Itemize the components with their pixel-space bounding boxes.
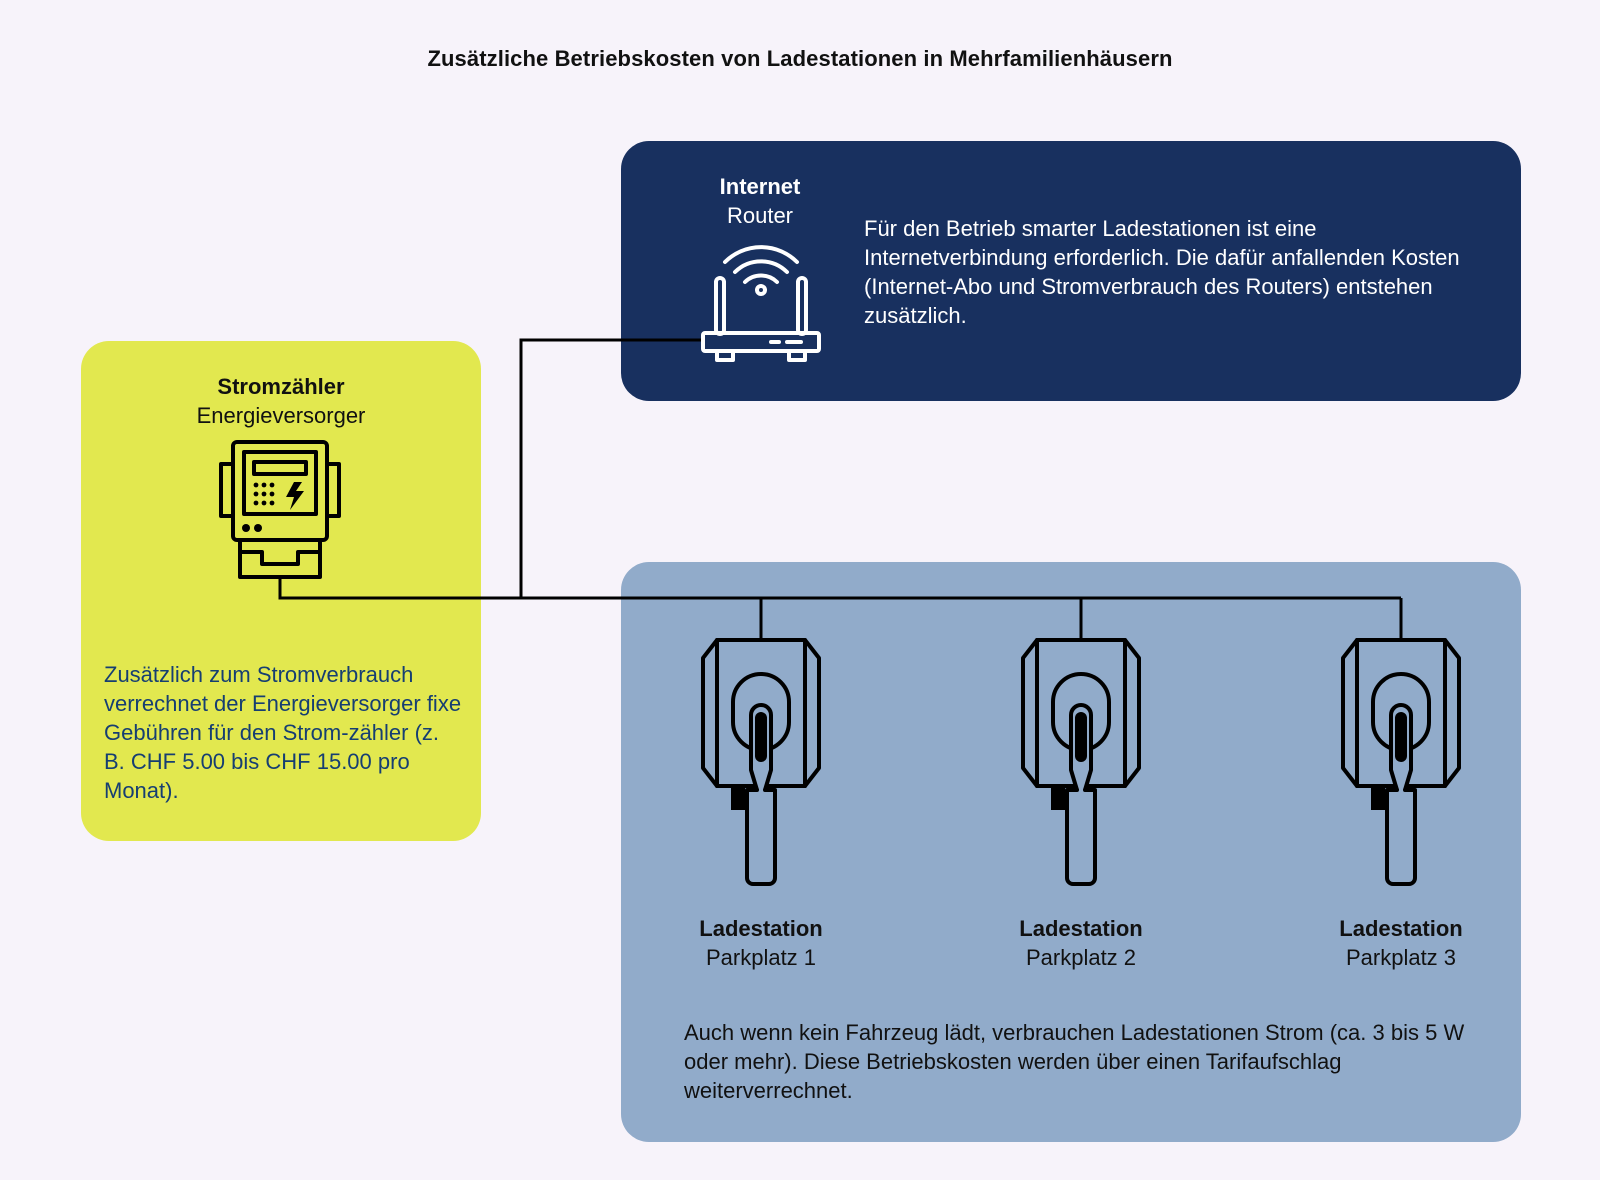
router-description: Für den Betrieb smarter Ladestationen is… — [864, 216, 1460, 328]
station-label-1: Ladestation Parkplatz 1 — [641, 914, 881, 972]
meter-description: Zusätzlich zum Stromverbrauch verrechnet… — [104, 662, 462, 803]
router-label: Internet Router — [660, 172, 860, 230]
meter-label: Stromzähler Energieversorger — [81, 372, 481, 430]
station-subtitle-2: Parkplatz 2 — [1025, 945, 1137, 970]
meter-subtitle: Energieversorger — [196, 403, 366, 428]
station-title-2: Ladestation — [1019, 916, 1143, 941]
stations-description: Auch wenn kein Fahrzeug lädt, verbrauche… — [684, 1020, 1465, 1103]
station-title-1: Ladestation — [699, 916, 823, 941]
station-subtitle-1: Parkplatz 1 — [705, 945, 817, 970]
station-label-3: Ladestation Parkplatz 3 — [1281, 914, 1521, 972]
station-label-2: Ladestation Parkplatz 2 — [961, 914, 1201, 972]
router-title: Internet — [719, 174, 801, 199]
meter-title: Stromzähler — [217, 374, 345, 399]
station-title-3: Ladestation — [1339, 916, 1463, 941]
diagram-title: Zusätzliche Betriebskosten von Ladestati… — [427, 46, 1173, 71]
station-subtitle-3: Parkplatz 3 — [1345, 945, 1457, 970]
router-subtitle: Router — [726, 203, 794, 228]
